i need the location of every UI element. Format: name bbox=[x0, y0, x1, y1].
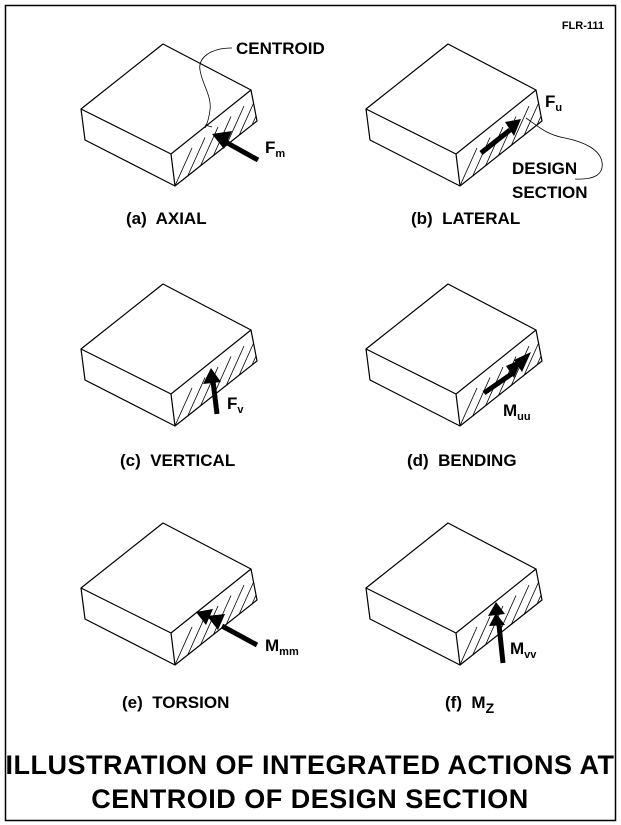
panel-axial: CENTROID Fm (a) AXIAL bbox=[126, 39, 325, 228]
block-outline bbox=[365, 43, 543, 187]
caption-lateral: (b) LATERAL bbox=[411, 209, 520, 228]
panel-bending: Muu (d) BENDING bbox=[407, 352, 531, 470]
moment-z-double-arrow bbox=[488, 602, 506, 664]
panel-torsion: Mmm (e) TORSION bbox=[122, 609, 299, 712]
drawing-number: FLR-111 bbox=[562, 20, 604, 32]
block-axial bbox=[80, 43, 258, 187]
force-symbol-fu: Fu bbox=[545, 92, 562, 114]
block-outline bbox=[80, 43, 258, 187]
block-moment-z bbox=[365, 522, 543, 666]
panel-lateral: Fu DESIGN SECTION (b) LATERAL bbox=[411, 92, 603, 228]
moment-symbol-mvv: Mvv bbox=[510, 639, 537, 661]
design-section-hatch bbox=[173, 330, 257, 426]
centroid-marker bbox=[204, 124, 213, 128]
title-line-2: CENTROID OF DESIGN SECTION bbox=[91, 784, 529, 814]
force-symbol-fm: Fm bbox=[265, 138, 285, 160]
panel-vertical: Fv (c) VERTICAL bbox=[120, 368, 244, 470]
vertical-force-arrow bbox=[203, 368, 221, 415]
caption-axial: (a) AXIAL bbox=[126, 209, 207, 228]
bending-moment-double-arrow bbox=[482, 352, 531, 396]
axial-force-arrow bbox=[212, 131, 260, 163]
moment-symbol-mmm: Mmm bbox=[265, 636, 299, 658]
caption-vertical: (c) VERTICAL bbox=[120, 451, 235, 470]
moment-symbol-muu: Muu bbox=[503, 401, 531, 423]
design-section-label-line1: DESIGN bbox=[512, 159, 577, 178]
block-outline bbox=[80, 283, 258, 427]
lateral-force-arrow bbox=[479, 119, 521, 155]
design-section-hatch bbox=[458, 569, 542, 665]
block-torsion bbox=[80, 522, 258, 666]
caption-moment-z: (f) MZ bbox=[445, 693, 495, 716]
force-symbol-fv: Fv bbox=[227, 394, 244, 416]
torsion-moment-double-arrow bbox=[196, 609, 259, 648]
centroid-label: CENTROID bbox=[236, 39, 325, 58]
caption-bending: (d) BENDING bbox=[407, 451, 517, 470]
centroid-leader-line bbox=[199, 47, 233, 129]
design-section-label-line2: SECTION bbox=[512, 183, 588, 202]
block-outline bbox=[80, 522, 258, 666]
sheet-border bbox=[4, 4, 617, 822]
caption-torsion: (e) TORSION bbox=[122, 693, 229, 712]
panel-moment-z: Mvv (f) MZ bbox=[445, 602, 537, 716]
block-outline bbox=[365, 522, 543, 666]
design-section-leader-line bbox=[525, 117, 603, 180]
title-line-1: ILLUSTRATION OF INTEGRATED ACTIONS AT bbox=[6, 750, 615, 780]
block-outline bbox=[365, 283, 543, 427]
